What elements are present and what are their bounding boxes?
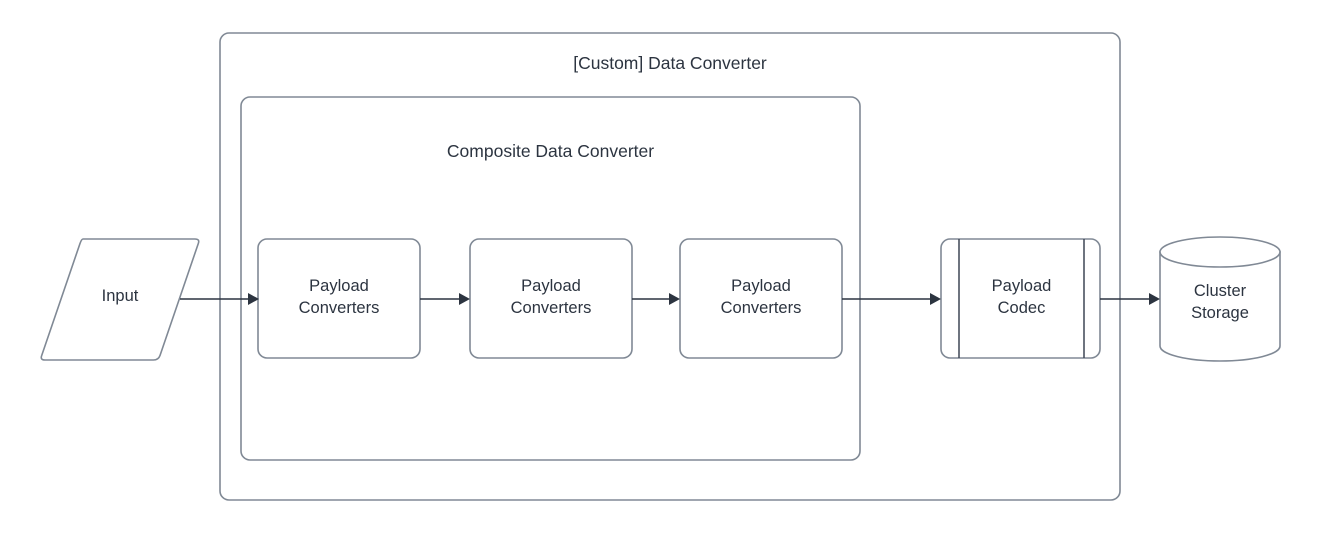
node-label-payload-converters-2: Payload Converters (510, 277, 592, 317)
connector-pc1-to-pc2 (420, 293, 470, 305)
node-label-input: Input (101, 287, 139, 305)
node-input-shape[interactable] (40, 238, 200, 361)
node-cluster-storage-shape[interactable] (1159, 251, 1281, 362)
container-title-composite-data-converter: Composite Data Converter (446, 141, 655, 161)
connector-pc3-to-codec (842, 293, 941, 305)
node-label-payload-converters-1: Payload Converters (298, 277, 380, 317)
node-label-payload-converters-3: Payload Converters (720, 277, 802, 317)
node-label-cluster-storage: Cluster Storage (1191, 282, 1249, 322)
connector-input-to-pc1 (180, 293, 259, 305)
container-title-custom-data-converter: [Custom] Data Converter (573, 53, 767, 73)
connector-pc2-to-pc3 (632, 293, 680, 305)
node-cluster-storage-top (1159, 236, 1281, 268)
connector-codec-to-storage (1100, 293, 1160, 305)
node-label-payload-codec: Payload Codec (991, 277, 1052, 317)
